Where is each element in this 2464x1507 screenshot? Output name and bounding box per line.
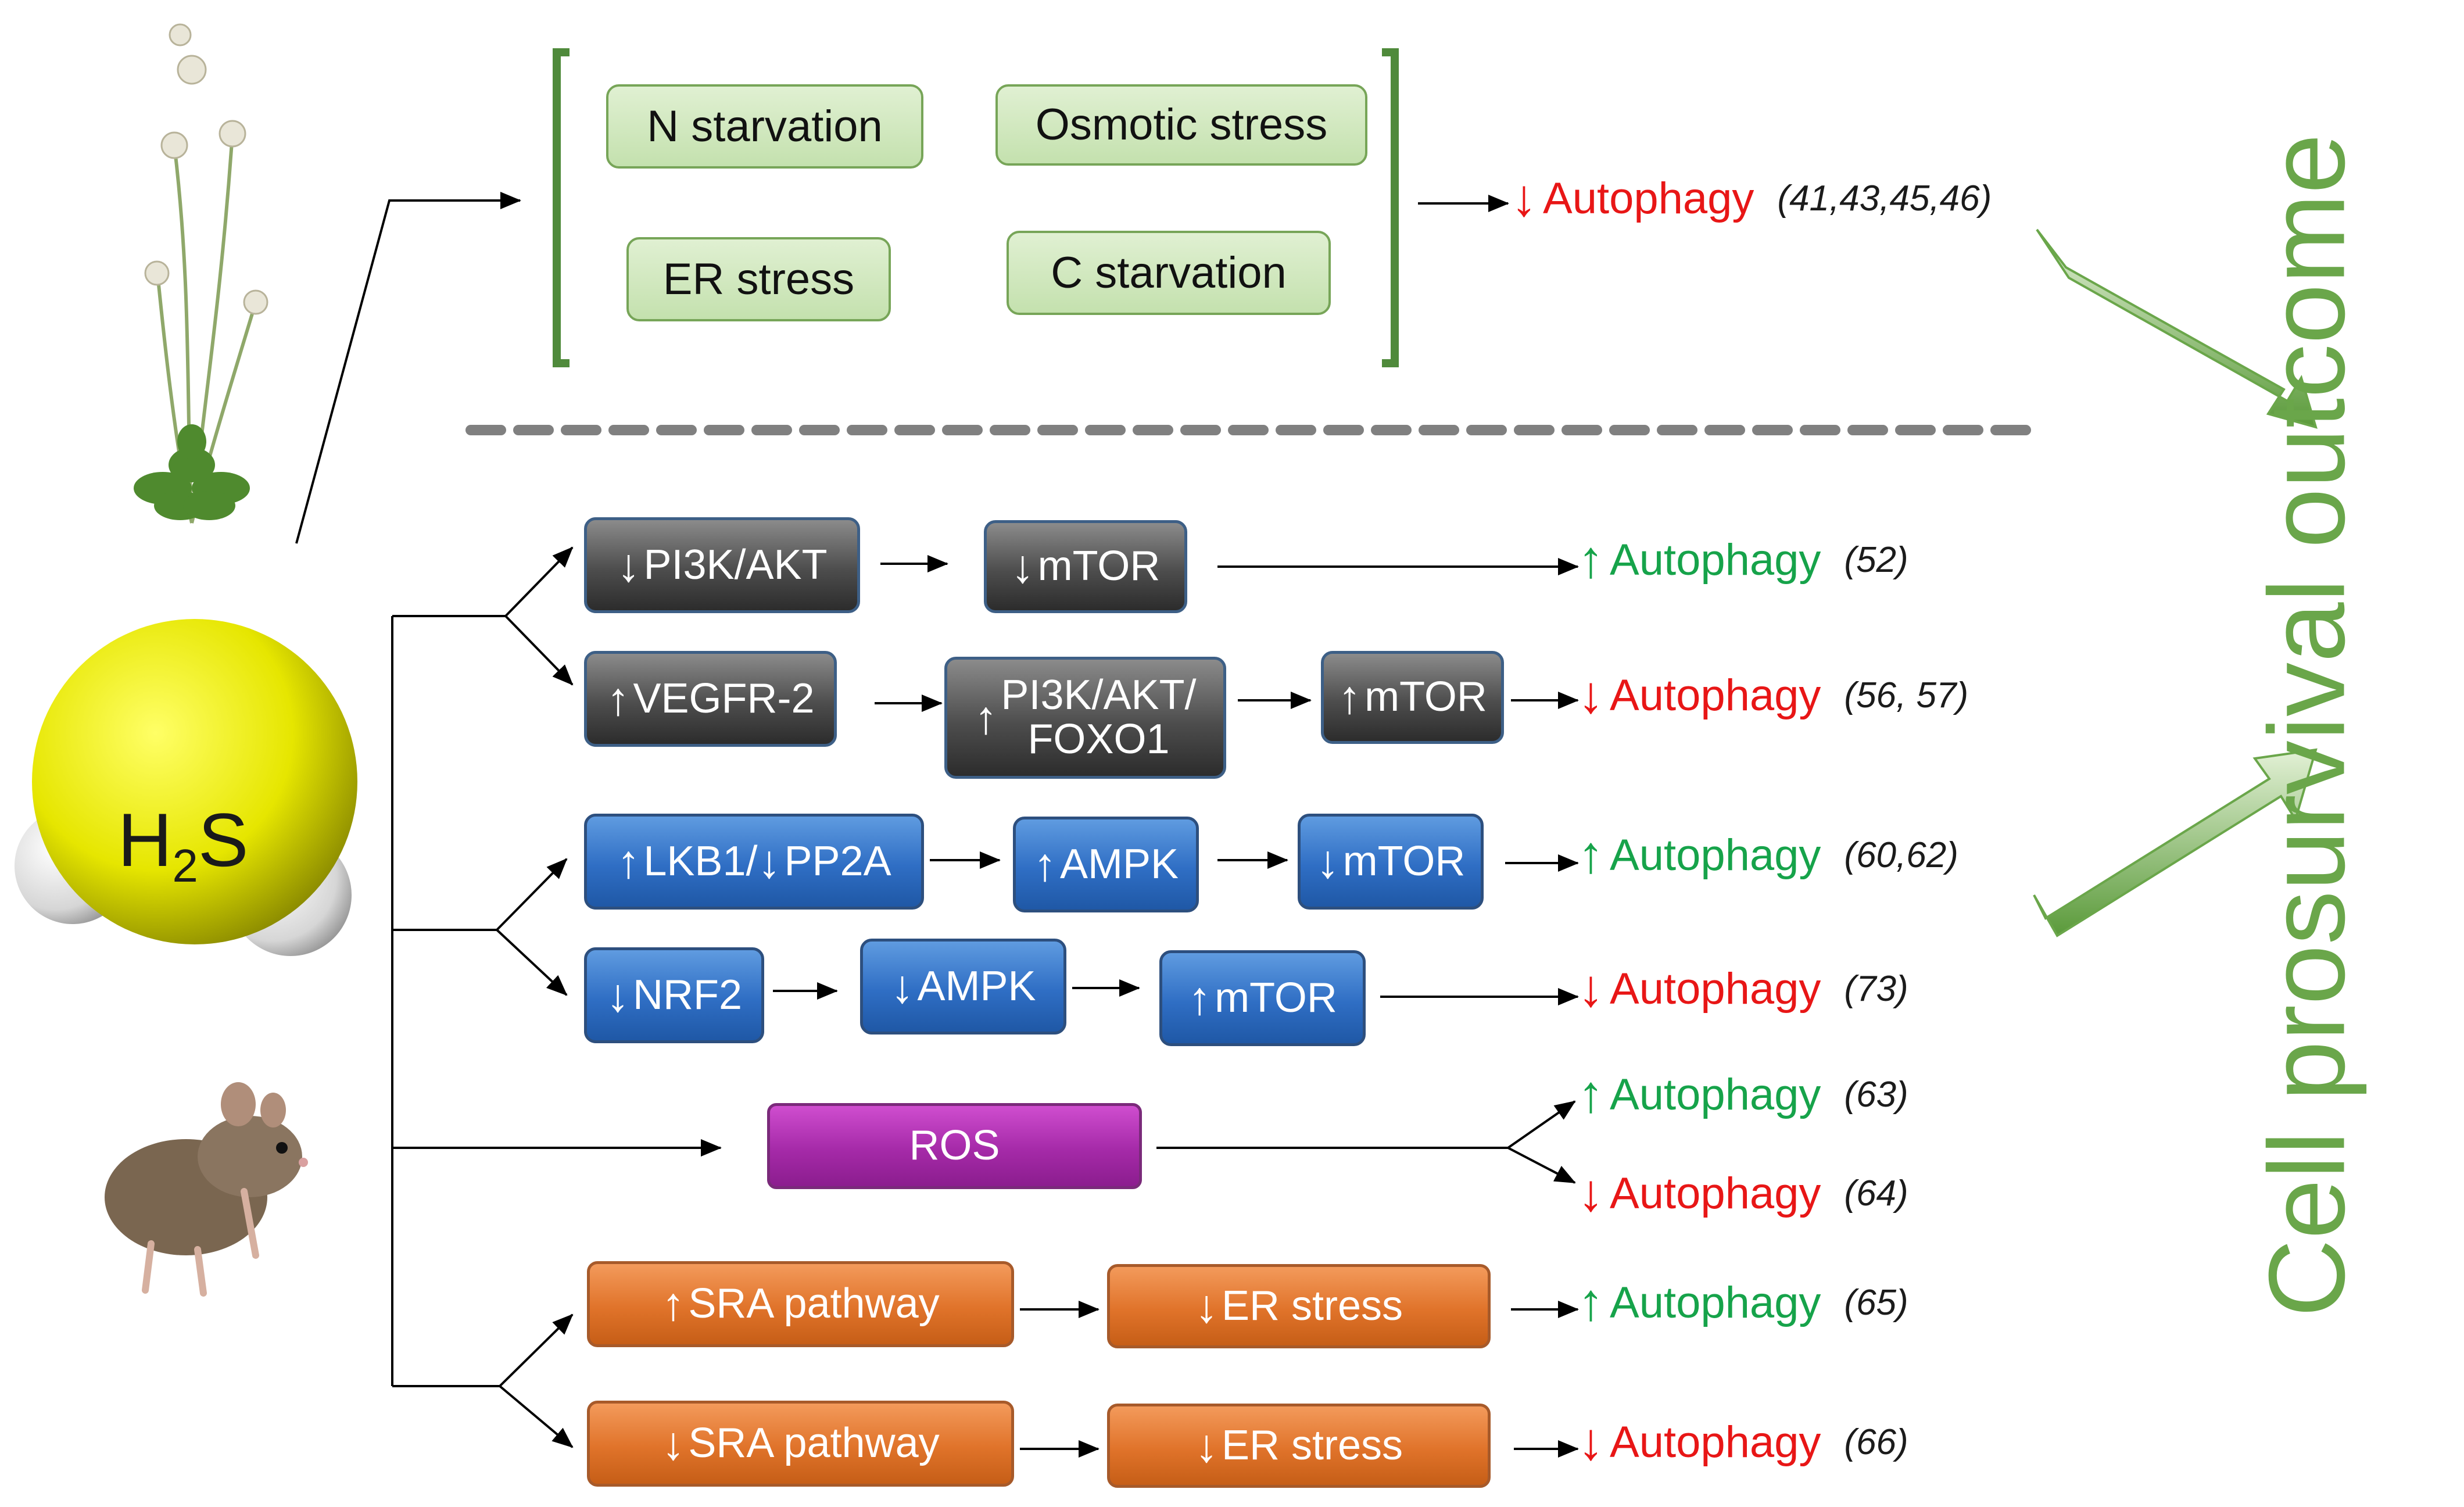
down-arrow-icon: ↓ — [890, 960, 914, 1012]
plant-branch-line — [295, 192, 521, 544]
node-er-stress-1: ↓ER stress — [1107, 1264, 1491, 1348]
down-arrow-icon: ↓ — [1578, 1413, 1604, 1471]
node-ros: ROS — [767, 1103, 1142, 1189]
stressor-n-starvation: N starvation — [606, 84, 923, 169]
up-arrow-icon: ↑ — [1578, 1273, 1604, 1331]
down-arrow-icon: ↓ — [1578, 960, 1604, 1018]
up-arrow-icon: ↑ — [1188, 972, 1212, 1024]
down-arrow-icon: ↓ — [1194, 1419, 1218, 1472]
node-mtor-2: ↑mTOR — [1321, 651, 1504, 744]
cell-prosurvival-outcome-label: Cell prosurvival outcome — [2247, 134, 2368, 1318]
stressor-c-starvation: C starvation — [1007, 231, 1331, 315]
node-mtor-4: ↑mTOR — [1159, 950, 1366, 1046]
node-sra-pathway-down: ↓SRA pathway — [587, 1401, 1014, 1487]
stressor-er-stress: ER stress — [626, 237, 891, 321]
node-vegfr2: ↑VEGFR-2 — [584, 651, 837, 747]
up-arrow-icon: ↑ — [1578, 826, 1604, 884]
stressor-bracket — [553, 48, 1399, 367]
connector-lines — [295, 192, 1579, 1458]
outcome-row-1: ↑ Autophagy (52) — [1578, 531, 1908, 589]
outcome-row-3: ↑ Autophagy (60,62) — [1578, 826, 1958, 884]
big-arrow-lower-icon — [2033, 748, 2318, 937]
down-arrow-icon: ↓ — [1011, 540, 1034, 592]
plant-illustration — [134, 23, 268, 524]
node-er-stress-2: ↓ER stress — [1107, 1404, 1491, 1488]
outcome-ros-up: ↑ Autophagy (63) — [1578, 1065, 1908, 1123]
node-pi3k-akt: ↓PI3K/AKT — [584, 517, 860, 613]
outcome-row-7: ↓ Autophagy (66) — [1578, 1413, 1908, 1471]
node-mtor-1: ↓mTOR — [984, 520, 1187, 613]
plant-outcome: ↓ Autophagy (41,43,45,46) — [1511, 169, 1992, 227]
up-arrow-icon: ↑ — [617, 835, 640, 887]
up-arrow-icon: ↑ — [974, 692, 998, 743]
down-arrow-icon: ↓ — [1316, 835, 1340, 887]
up-arrow-icon: ↑ — [606, 672, 630, 725]
mouse-illustration — [105, 1082, 308, 1297]
outcome-row-2: ↓ Autophagy (56, 57) — [1578, 666, 1969, 724]
down-arrow-icon: ↓ — [661, 1417, 685, 1469]
up-arrow-icon: ↑ — [1338, 671, 1362, 723]
node-ampk-2: ↓AMPK — [860, 939, 1066, 1035]
up-arrow-icon: ↑ — [1578, 1065, 1604, 1123]
node-nrf2: ↓NRF2 — [584, 947, 764, 1043]
down-arrow-icon: ↓ — [617, 539, 640, 591]
h2s-label: H2S — [117, 797, 249, 892]
big-outcome-arrows — [2033, 228, 2318, 937]
node-lkb1-pp2a: ↑LKB1/ ↓PP2A — [584, 814, 924, 910]
down-arrow-icon: ↓ — [606, 969, 629, 1021]
node-ampk-1: ↑AMPK — [1013, 817, 1199, 912]
outcome-row-4: ↓ Autophagy (73) — [1578, 960, 1908, 1018]
node-mtor-3: ↓mTOR — [1298, 814, 1484, 910]
down-arrow-icon: ↓ — [1194, 1280, 1218, 1332]
h2s-molecule — [15, 619, 357, 956]
up-arrow-icon: ↑ — [1578, 531, 1604, 589]
down-arrow-icon: ↓ — [1578, 666, 1604, 724]
up-arrow-icon: ↑ — [1033, 838, 1056, 890]
node-sra-pathway-up: ↑SRA pathway — [587, 1261, 1014, 1347]
big-arrow-upper-icon — [2036, 228, 2318, 429]
outcome-ros-down: ↓ Autophagy (64) — [1578, 1164, 1908, 1222]
outcome-row-6: ↑ Autophagy (65) — [1578, 1273, 1908, 1331]
down-arrow-icon: ↓ — [1511, 169, 1537, 227]
node-pi3k-akt-foxo1: ↑ PI3K/AKT/ FOXO1 — [944, 657, 1226, 779]
down-arrow-icon: ↓ — [1578, 1164, 1604, 1222]
down-arrow-icon: ↓ — [757, 835, 781, 887]
stressor-osmotic-stress: Osmotic stress — [995, 84, 1367, 166]
up-arrow-icon: ↑ — [661, 1278, 685, 1330]
